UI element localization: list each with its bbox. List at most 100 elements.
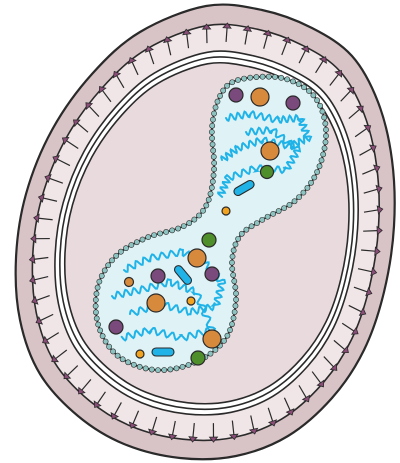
membrane-bead bbox=[217, 93, 222, 98]
membrane-bead bbox=[221, 338, 226, 343]
membrane-bead bbox=[301, 85, 306, 90]
membrane-bead bbox=[100, 333, 105, 338]
membrane-bead bbox=[110, 349, 115, 354]
membrane-bead bbox=[137, 364, 142, 369]
membrane-bead bbox=[319, 158, 324, 163]
membrane-bead bbox=[96, 322, 101, 327]
membrane-bead bbox=[306, 88, 311, 93]
membrane-bead bbox=[290, 79, 295, 84]
membrane-bead bbox=[236, 236, 241, 241]
membrane-bead bbox=[98, 328, 103, 333]
membrane-bead bbox=[297, 194, 302, 199]
membrane-bead bbox=[102, 268, 107, 273]
membrane-bead bbox=[323, 127, 328, 132]
membrane-bead bbox=[134, 240, 139, 245]
membrane-bead bbox=[162, 367, 167, 372]
membrane-bead bbox=[181, 224, 186, 229]
membrane-bead bbox=[232, 309, 237, 314]
membrane-bead bbox=[99, 273, 104, 278]
granule-orange bbox=[251, 88, 269, 106]
membrane-bead bbox=[229, 322, 234, 327]
membrane-bead bbox=[227, 327, 232, 332]
membrane-bead bbox=[266, 74, 271, 79]
granule-green bbox=[191, 351, 205, 365]
rod-granule bbox=[152, 348, 174, 356]
membrane-bead bbox=[301, 190, 306, 195]
membrane-bead bbox=[152, 233, 157, 238]
membrane-bead bbox=[315, 169, 320, 174]
membrane-bead bbox=[208, 191, 213, 196]
membrane-bead bbox=[225, 333, 230, 338]
membrane-bead bbox=[118, 249, 123, 254]
membrane-bead bbox=[97, 279, 102, 284]
membrane-bead bbox=[231, 316, 236, 321]
membrane-bead bbox=[321, 152, 326, 157]
membrane-bead bbox=[221, 88, 226, 93]
granule-small-orange bbox=[222, 207, 230, 215]
membrane-bead bbox=[211, 148, 216, 153]
granule-orange bbox=[203, 330, 221, 348]
membrane-bead bbox=[231, 248, 236, 253]
membrane-bead bbox=[174, 366, 179, 371]
membrane-bead bbox=[225, 83, 230, 88]
membrane-bead bbox=[233, 303, 238, 308]
granule-purple bbox=[229, 88, 243, 102]
membrane-bead bbox=[175, 226, 180, 231]
membrane-bead bbox=[254, 74, 259, 79]
membrane-bead bbox=[239, 231, 244, 236]
membrane-bead bbox=[320, 109, 325, 114]
membrane-bead bbox=[211, 167, 216, 172]
membrane-bead bbox=[318, 103, 323, 108]
membrane-bead bbox=[94, 316, 99, 321]
membrane-bead bbox=[210, 117, 215, 122]
membrane-bead bbox=[126, 360, 131, 365]
membrane-bead bbox=[200, 208, 205, 213]
membrane-bead bbox=[233, 242, 238, 247]
membrane-bead bbox=[196, 213, 201, 218]
membrane-bead bbox=[272, 74, 277, 79]
membrane-bead bbox=[94, 291, 99, 296]
membrane-bead bbox=[95, 285, 100, 290]
granule-small-orange bbox=[187, 297, 195, 305]
membrane-bead bbox=[260, 217, 265, 222]
membrane-bead bbox=[187, 220, 192, 225]
membrane-bead bbox=[93, 297, 98, 302]
membrane-bead bbox=[241, 76, 246, 81]
membrane-bead bbox=[157, 231, 162, 236]
membrane-bead bbox=[210, 123, 215, 128]
membrane-bead bbox=[210, 179, 215, 184]
membrane-bead bbox=[215, 99, 220, 104]
granule-purple bbox=[205, 267, 219, 281]
membrane-bead bbox=[131, 362, 136, 367]
membrane-bead bbox=[209, 136, 214, 141]
membrane-bead bbox=[233, 297, 238, 302]
membrane-bead bbox=[140, 237, 145, 242]
membrane-bead bbox=[93, 310, 98, 315]
membrane-bead bbox=[322, 115, 327, 120]
membrane-bead bbox=[212, 160, 217, 165]
membrane-bead bbox=[106, 263, 111, 268]
membrane-bead bbox=[211, 111, 216, 116]
membrane-bead bbox=[244, 227, 249, 232]
membrane-bead bbox=[123, 246, 128, 251]
membrane-bead bbox=[120, 357, 125, 362]
membrane-bead bbox=[287, 202, 292, 207]
granule-orange bbox=[147, 294, 165, 312]
membrane-bead bbox=[109, 258, 114, 263]
granule-purple bbox=[151, 269, 165, 283]
membrane-bead bbox=[210, 142, 215, 147]
membrane-bead bbox=[323, 121, 328, 126]
membrane-bead bbox=[206, 197, 211, 202]
membrane-bead bbox=[249, 224, 254, 229]
membrane-bead bbox=[279, 75, 284, 80]
membrane-bead bbox=[170, 228, 175, 233]
membrane-bead bbox=[230, 254, 235, 259]
membrane-bead bbox=[192, 217, 197, 222]
membrane-bead bbox=[317, 164, 322, 169]
membrane-bead bbox=[186, 362, 191, 367]
membrane-bead bbox=[232, 279, 237, 284]
granule-orange bbox=[261, 142, 279, 160]
membrane-bead bbox=[211, 154, 216, 159]
granule-orange bbox=[125, 278, 134, 287]
